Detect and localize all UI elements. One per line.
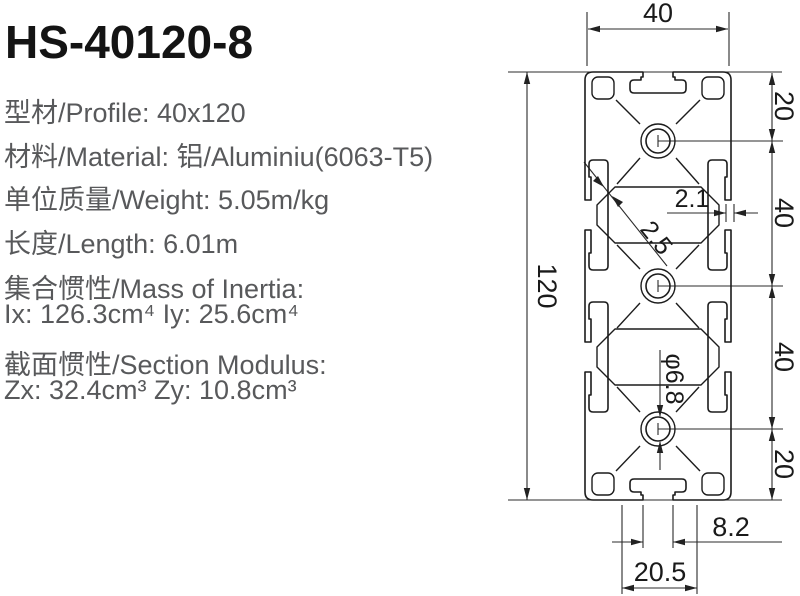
dimension-arrows bbox=[523, 25, 776, 592]
spec-length: 长度/Length: 6.01m bbox=[4, 229, 239, 259]
hole-bottom bbox=[645, 416, 671, 442]
dim-label-seg-top: 20 bbox=[769, 91, 799, 121]
profile-outline bbox=[584, 71, 732, 501]
spec-inertia-values: Ix: 126.3cm⁴ Iy: 25.6cm⁴ bbox=[4, 299, 299, 329]
dim-label-width: 40 bbox=[643, 0, 673, 28]
dim-label-slot-width: 20.5 bbox=[634, 557, 687, 587]
dim-label-height: 120 bbox=[532, 263, 562, 308]
spec-weight: 单位质量/Weight: 5.05m/kg bbox=[4, 185, 330, 215]
dim-label-seg-upper-mid: 40 bbox=[769, 198, 799, 228]
page-title: HS-40120-8 bbox=[5, 16, 254, 68]
dim-label-hole-diameter: φ6.8 bbox=[660, 354, 688, 405]
hole-middle bbox=[645, 273, 671, 299]
dim-label-seg-bottom: 20 bbox=[769, 449, 799, 479]
spec-modulus-heading: 截面惯性/Section Modulus: bbox=[4, 350, 327, 380]
dim-label-diag-wall: 2.5 bbox=[634, 216, 678, 261]
spec-modulus-values: Zx: 32.4cm³ Zy: 10.8cm³ bbox=[4, 375, 297, 405]
dim-label-seg-lower-mid: 40 bbox=[769, 342, 799, 372]
spec-profile: 型材/Profile: 40x120 bbox=[4, 98, 246, 128]
dim-label-slot-opening: 8.2 bbox=[712, 512, 750, 542]
dim-label-wall: 2.1 bbox=[675, 185, 710, 213]
profile-holes bbox=[645, 128, 671, 442]
hole-top bbox=[645, 128, 671, 154]
profile-cavities bbox=[591, 76, 725, 496]
spec-material: 材料/Material: 铝/Aluminiu(6063-T5) bbox=[4, 142, 434, 172]
spec-inertia-heading: 集合惯性/Mass of Inertia: bbox=[4, 274, 305, 304]
